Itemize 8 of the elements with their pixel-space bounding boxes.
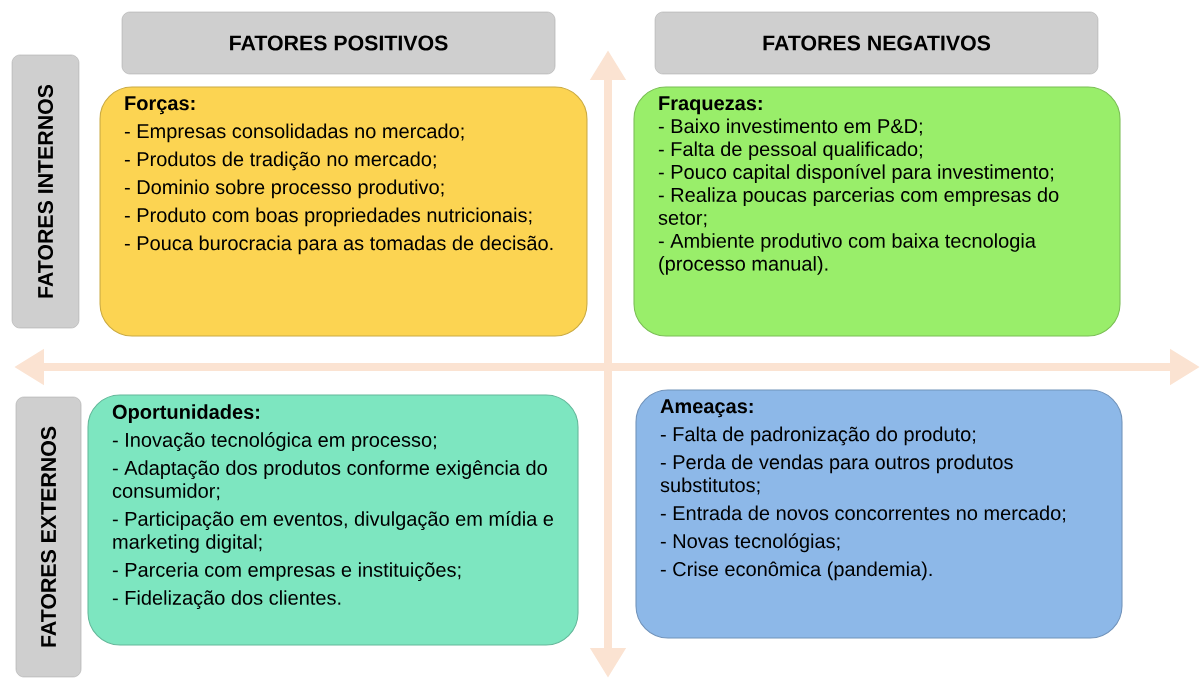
quadrant-box: Ameaças: - Falta de padronização do produto; - Perda de vendas para outros produtos substitutos; - Entrada de novos concorrentes no mercado; - Novas tecnológias; - Crise econômica (pandemia). (635, 389, 1123, 639)
quadrant-box: Fraquezas: - Baixo investimento em P&D; - Falta de pessoal qualificado; - Pouco capital disponível para investimento; - Realiza poucas parcerias com empresas do setor; - Ambiente produtivo com baixa tecnologia (processo manual). (633, 86, 1121, 337)
header-box: FATORES NEGATIVOS (654, 11, 1099, 75)
header-box: FATORES INTERNOS (11, 54, 80, 329)
header-box: FATORES EXTERNOS (15, 396, 82, 678)
quadrant-box: Forças: - Empresas consolidadas no mercado; - Produtos de tradição no mercado; - Dominio sobre processo produtivo; - Produto com boas propriedades nutricionais; - Pouca burocracia para as tomadas de decisão. (99, 86, 588, 337)
header-box: FATORES POSITIVOS (121, 11, 556, 75)
quadrant-box: Oportunidades: - Inovação tecnológica em processo; - Adaptação dos produtos conforme exigência do consumidor; - Participação em eventos, divulgação em mídia e marketing digital; - Parceria com empresas e instituições; - Fidelização dos clientes. (87, 394, 579, 646)
